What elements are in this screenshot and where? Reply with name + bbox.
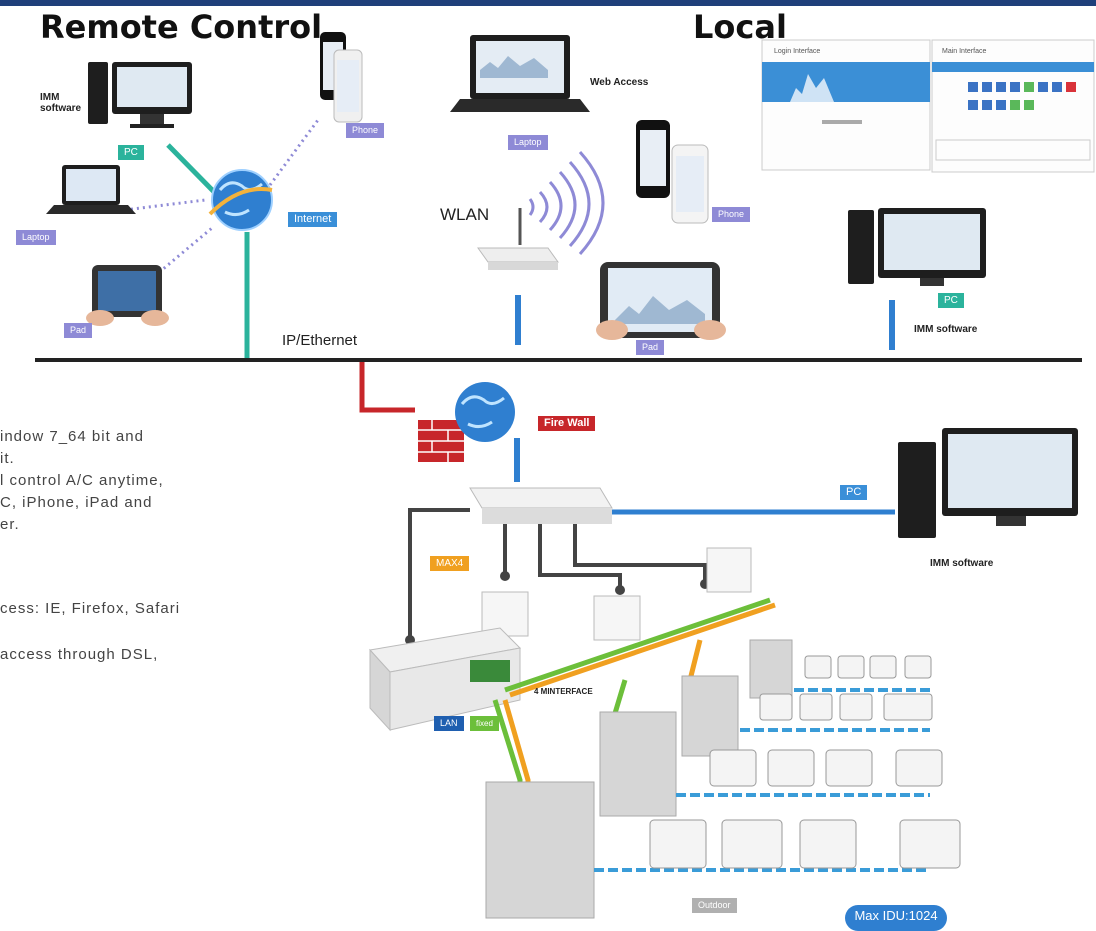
remote-laptop-icon (46, 165, 136, 214)
description-line-2: it. (0, 450, 15, 467)
internet-tag: Internet (288, 212, 338, 227)
m-interface-label: 4 MINTERFACE (534, 687, 593, 696)
local-pad-icon (596, 262, 726, 340)
login-interface-label: Login Interface (774, 48, 821, 55)
fire-wall-tag: Fire Wall (538, 416, 596, 431)
max-idu-badge: Max IDU:1024 (845, 905, 947, 931)
description-line-5: er. (0, 516, 20, 533)
laptop-left-tag: Laptop (16, 230, 56, 245)
firewall-globe-icon (455, 382, 515, 442)
fixed-tag: fixed (470, 716, 499, 731)
pc-lower-tag: PC (840, 485, 868, 500)
web-access-laptop-icon (450, 35, 590, 112)
controller-boxes (481, 547, 752, 641)
phone-center-tag: Phone (712, 207, 751, 222)
phone-wireless-line (268, 119, 320, 186)
main-interface-label: Main Interface (942, 48, 987, 55)
m-interface-gateway-icon (369, 627, 522, 732)
outdoor-tag: Outdoor (692, 898, 737, 913)
wlan-wave-icon (528, 150, 605, 256)
max4-tag: MAX4 (430, 556, 470, 571)
firewall-icon (418, 420, 464, 462)
description-line-3: l control A/C anytime, (0, 472, 164, 489)
pad-left-tag: Pad (64, 323, 93, 338)
phone-left-tag: Phone (346, 123, 385, 138)
remote-pc-icon (88, 62, 192, 128)
indoor-units (649, 655, 961, 869)
network-switch-icon (469, 487, 613, 524)
wlan-label: WLAN (440, 205, 490, 224)
imm-software-lower-label: IMM software (930, 558, 994, 569)
local-pc-icon (848, 208, 986, 286)
description-line-8: access through DSL, (0, 646, 159, 663)
imm-software-right-label: IMM software (914, 324, 978, 335)
laptop-center-tag: Laptop (508, 135, 548, 150)
remote-pad-icon (86, 265, 169, 326)
remote-phone-icon (320, 32, 363, 123)
web-access-label: Web Access (590, 77, 649, 88)
description-line-1: indow 7_64 bit and (0, 428, 144, 445)
remote-control-title: Remote Control (40, 8, 323, 46)
internet-globe-icon (208, 169, 273, 231)
description-line-6: cess: IE, Firefox, Safari (0, 600, 181, 617)
pc-right-tag: PC (938, 293, 964, 308)
top-accent-bar (0, 0, 1096, 6)
lan-tag: LAN (434, 716, 464, 731)
wlan-router-icon (477, 208, 559, 270)
imm-software-left-label: IMM software (40, 92, 82, 114)
pc-left-tag: PC (118, 145, 144, 160)
interface-screenshots (761, 39, 1095, 173)
pad-center-tag: Pad (636, 340, 665, 355)
lower-pc-icon (898, 428, 1078, 538)
local-title: Local (693, 8, 787, 46)
web-access-phone-icon (636, 120, 709, 224)
outdoor-units (485, 639, 793, 919)
ip-ethernet-label: IP/Ethernet (282, 332, 358, 349)
description-line-4: C, iPhone, iPad and (0, 494, 153, 511)
laptop-wireless-line (124, 198, 206, 212)
